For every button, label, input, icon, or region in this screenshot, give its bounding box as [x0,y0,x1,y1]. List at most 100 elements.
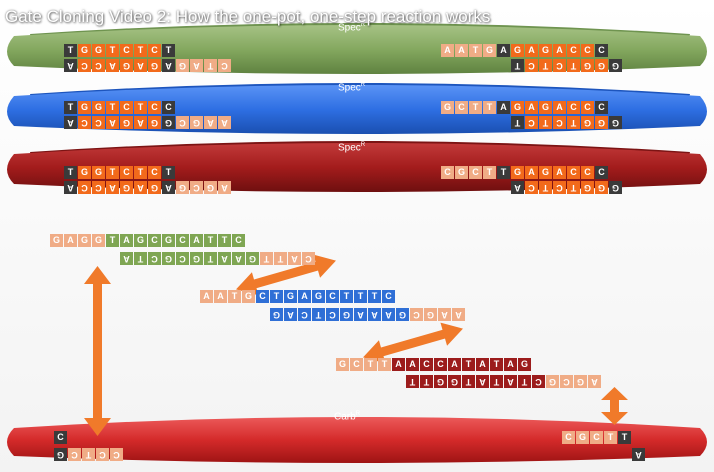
base-G: G [78,166,91,179]
base-C: C [562,431,575,444]
base-A: A [476,358,489,371]
base-A: A [525,166,538,179]
base-G: G [176,59,189,72]
base-T: T [162,44,175,57]
base-A: A [134,116,147,129]
base-T: T [604,431,617,444]
base-A: A [64,59,77,72]
base-A: A [190,59,203,72]
base-T: T [469,101,482,114]
base-T: T [260,252,273,265]
base-T: T [204,252,217,265]
base-G: G [190,252,203,265]
base-C: C [176,116,189,129]
base-A: A [525,101,538,114]
base-G: G [92,234,105,247]
arrows [84,254,628,436]
base-T: T [162,166,175,179]
base-C: C [120,44,133,57]
base-C: C [148,252,161,265]
base-G: G [134,234,147,247]
base-G: G [148,59,161,72]
base-G: G [162,252,175,265]
base-C: C [302,252,315,265]
base-C: C [553,181,566,194]
carb-left-top: C [54,431,68,444]
base-C: C [218,59,231,72]
base-G: G [483,44,496,57]
base-G: G [50,234,63,247]
base-T: T [134,101,147,114]
base-G: G [54,448,67,461]
base-A: A [504,375,517,388]
base-T: T [354,290,367,303]
base-T: T [420,375,433,388]
base-G: G [424,308,437,321]
vertical-arrow-left [84,266,111,436]
base-C: C [68,448,81,461]
base-A: A [218,252,231,265]
base-C: C [525,59,538,72]
base-C: C [581,101,594,114]
base-T: T [64,101,77,114]
video-title: Gate Cloning Video 2: How the one-pot, o… [5,7,491,26]
red-plasmid-band [7,143,707,192]
base-G: G [511,166,524,179]
base-C: C [525,116,538,129]
base-G: G [539,44,552,57]
base-T: T [134,166,147,179]
base-T: T [106,101,119,114]
base-A: A [298,290,311,303]
base-C: C [92,116,105,129]
base-T: T [312,308,325,321]
base-T: T [511,59,524,72]
base-A: A [553,166,566,179]
base-C: C [148,44,161,57]
base-A: A [476,375,489,388]
base-G: G [576,431,589,444]
base-G: G [609,181,622,194]
base-G: G [574,375,587,388]
base-C: C [595,44,608,57]
base-A: A [106,181,119,194]
base-T: T [539,59,552,72]
base-T: T [462,375,475,388]
base-A: A [106,59,119,72]
base-C: C [148,234,161,247]
base-C: C [96,448,109,461]
base-T: T [490,375,503,388]
base-A: A [525,44,538,57]
base-C: C [78,116,91,129]
base-G: G [242,290,255,303]
base-G: G [120,59,133,72]
base-C: C [120,101,133,114]
base-G: G [78,101,91,114]
base-T: T [364,358,377,371]
vertical-arrow-right [601,387,628,425]
base-G: G [581,116,594,129]
base-G: G [609,59,622,72]
base-G: G [518,358,531,371]
base-C: C [590,431,603,444]
base-T: T [204,234,217,247]
base-T: T [406,375,419,388]
base-G: G [546,375,559,388]
base-T: T [270,290,283,303]
base-G: G [539,166,552,179]
carb-plasmid-band [7,417,707,463]
base-T: T [567,116,580,129]
base-C: C [560,375,573,388]
base-A: A [214,290,227,303]
base-C: C [298,308,311,321]
